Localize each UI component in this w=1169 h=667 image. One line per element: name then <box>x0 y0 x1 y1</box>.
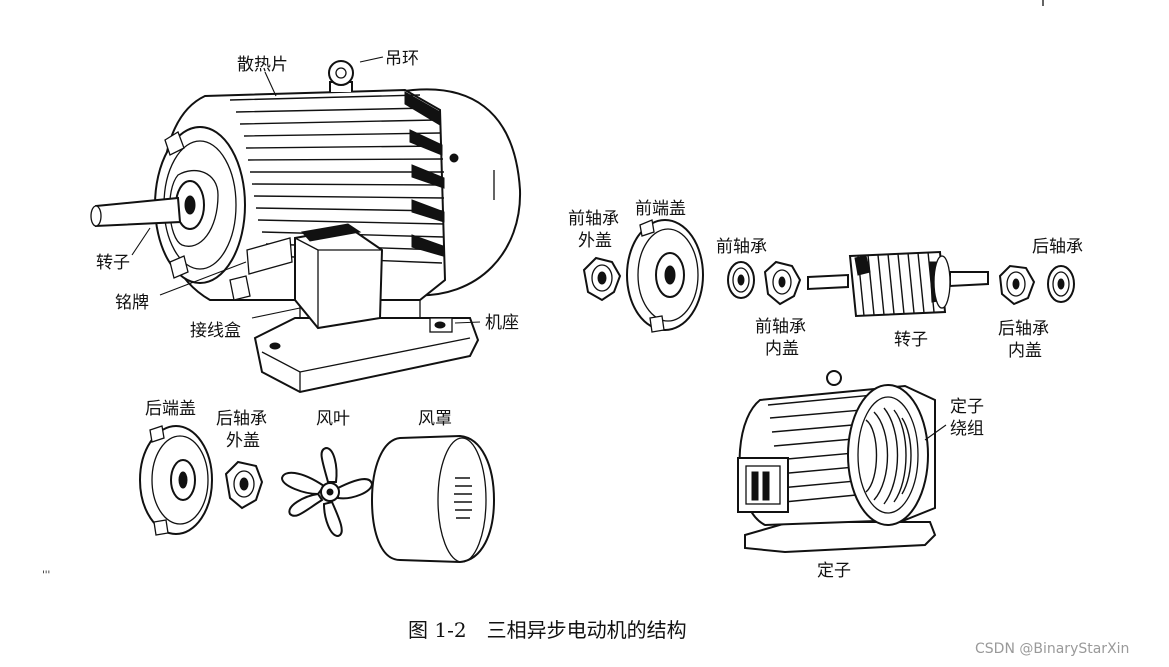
label-stator-winding-line1: 定子 <box>950 397 984 417</box>
label-fan: 风叶 <box>316 409 350 429</box>
label-fin: 散热片 <box>237 55 288 75</box>
rotor-exploded <box>807 250 989 318</box>
watermark: CSDN @BinaryStarXin <box>975 641 1129 657</box>
label-front-bearing-outer-cover-line2: 外盖 <box>578 231 612 251</box>
label-rear-bearing-outer-cover-line1: 后轴承 <box>216 409 267 429</box>
front-bearing-inner-cover <box>763 260 802 306</box>
front-bearing <box>727 261 755 299</box>
label-rear-bearing-inner-cover-line1: 后轴承 <box>998 319 1049 339</box>
label-junction-box: 接线盒 <box>190 321 241 341</box>
label-rotor: 转子 <box>96 253 130 273</box>
rear-bearing <box>1047 265 1075 303</box>
stator <box>737 370 947 554</box>
rear-bearing-outer-cover <box>224 460 264 510</box>
assembled-motor <box>90 56 522 394</box>
front-end-cover <box>626 219 704 333</box>
rear-end-cover <box>139 425 213 536</box>
label-rear-bearing-outer-cover-line2: 外盖 <box>226 431 260 451</box>
label-rear-end-cover: 后端盖 <box>145 399 196 419</box>
fan <box>280 446 374 538</box>
fan-cover <box>370 434 496 564</box>
front-bearing-outer-cover <box>582 256 622 302</box>
figure-caption: 图 1-2 三相异步电动机的结构 <box>408 618 687 642</box>
label-front-bearing: 前轴承 <box>716 237 767 257</box>
labels: 散热片 吊环 转子 铭牌 接线盒 机座 前轴承 外盖 前端盖 前轴承 前轴承 内… <box>96 49 1129 657</box>
label-fan-cover: 风罩 <box>418 409 452 429</box>
label-rotor-exploded: 转子 <box>894 330 928 350</box>
label-base: 机座 <box>485 313 519 333</box>
label-front-bearing-inner-cover-line1: 前轴承 <box>755 317 806 337</box>
label-front-bearing-outer-cover-line1: 前轴承 <box>568 209 619 229</box>
label-lifting-ring: 吊环 <box>385 49 419 69</box>
label-rear-bearing-inner-cover-line2: 内盖 <box>1008 341 1042 361</box>
rear-bearing-inner-cover <box>998 264 1036 306</box>
label-front-end-cover: 前端盖 <box>635 199 686 219</box>
label-stator-winding-line2: 绕组 <box>950 419 984 439</box>
label-stator: 定子 <box>817 561 851 581</box>
label-front-bearing-inner-cover-line2: 内盖 <box>765 339 799 359</box>
label-rear-bearing: 后轴承 <box>1032 237 1083 257</box>
label-nameplate: 铭牌 <box>115 293 149 313</box>
svg-text:''': ''' <box>42 570 50 581</box>
